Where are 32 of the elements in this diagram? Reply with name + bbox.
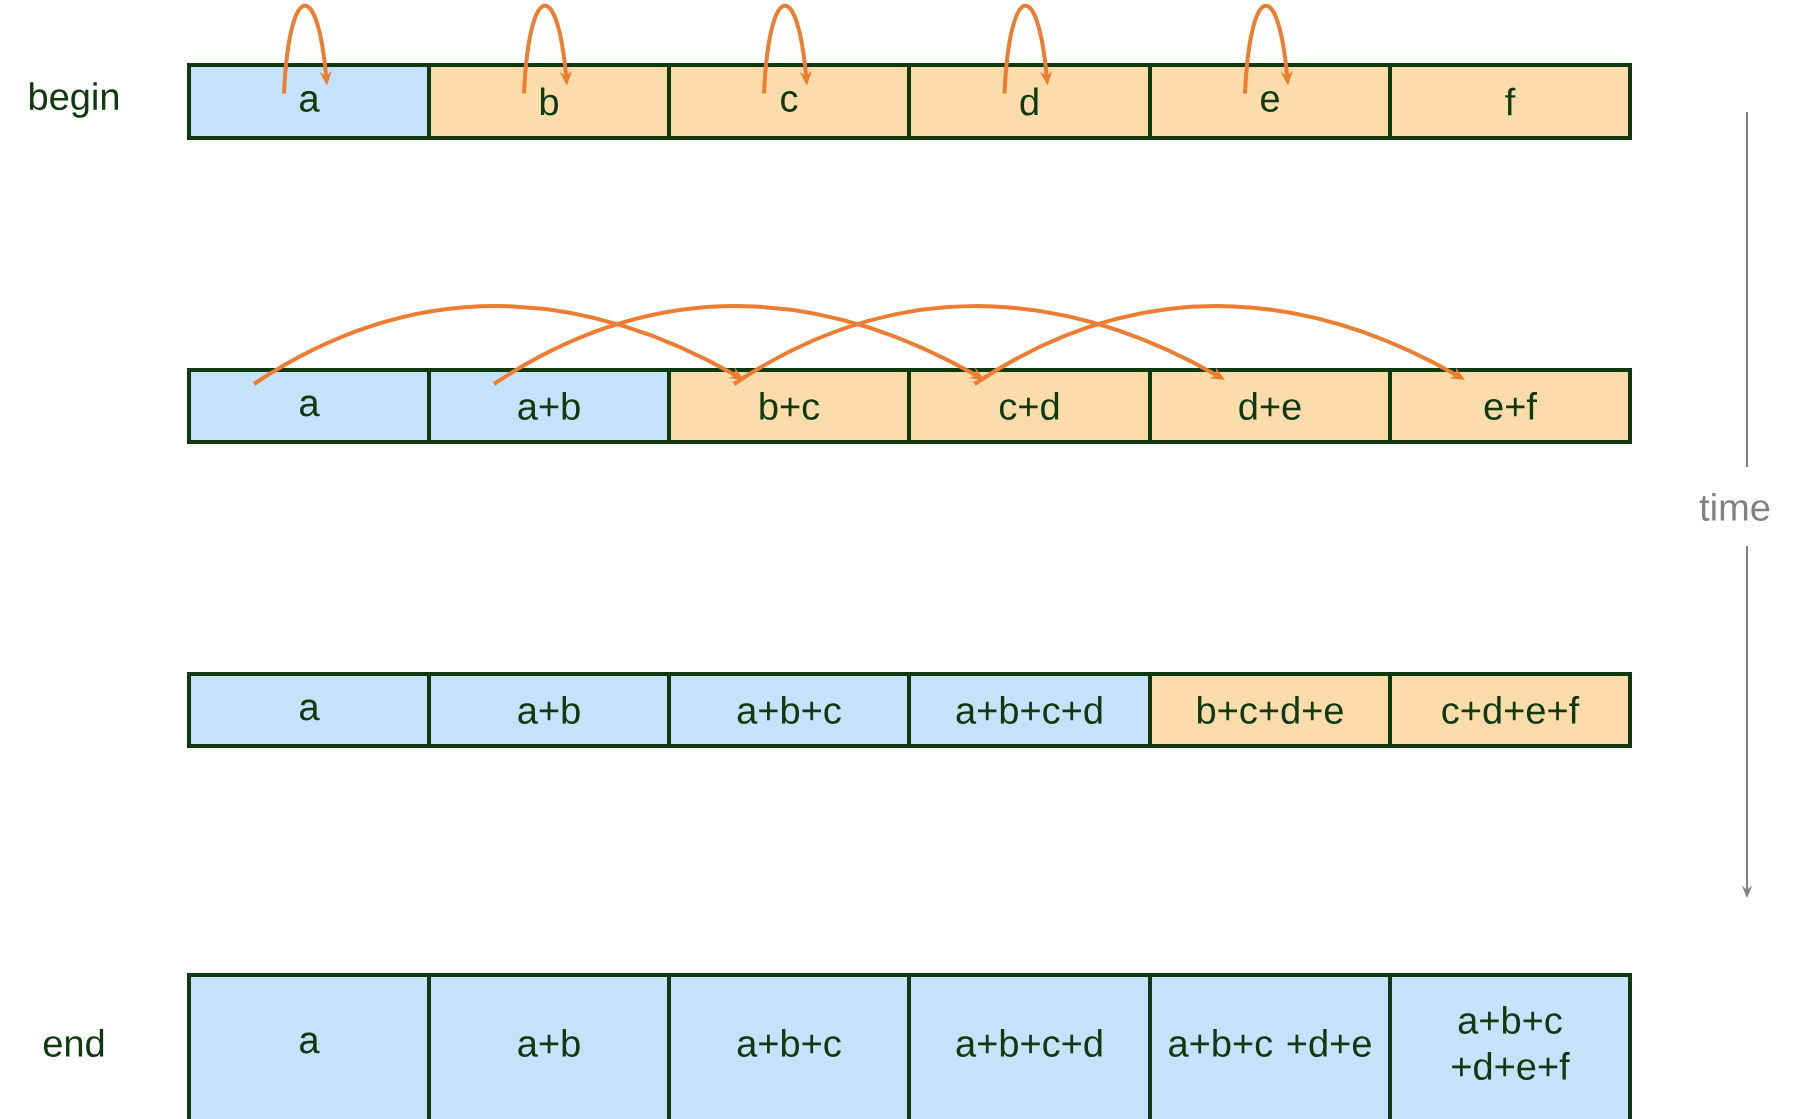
array-cell: a xyxy=(187,63,431,140)
array-cell: b+c xyxy=(667,368,911,444)
array-cell: a xyxy=(187,672,431,748)
arrow xyxy=(1243,4,1293,94)
array-cell: a+b+c xyxy=(667,672,911,748)
array-cell: e+f xyxy=(1388,368,1632,444)
arrow xyxy=(282,4,332,94)
array-cell: a+b+c+d xyxy=(907,973,1152,1119)
row-label: end xyxy=(43,1029,104,1057)
arrow xyxy=(762,4,812,94)
array-cell: a+b xyxy=(427,672,671,748)
array-cell: b+c+d+e xyxy=(1148,672,1392,748)
array-cell: a xyxy=(187,368,431,444)
array-cell: a+b xyxy=(427,368,671,444)
axis-label: time xyxy=(1699,493,1770,521)
arrow xyxy=(522,4,572,94)
array-cell: d+e xyxy=(1148,368,1392,444)
array-cell: c xyxy=(667,63,911,140)
row-label: begin xyxy=(29,82,118,118)
array-cell: a+b xyxy=(427,973,671,1119)
array-cell: a+b+c xyxy=(667,973,911,1119)
array-cell: a+b+c+d xyxy=(907,672,1152,748)
array-cell: c+d+e+f xyxy=(1388,672,1632,748)
array-cell: c+d xyxy=(907,368,1152,444)
arrow xyxy=(1002,4,1053,94)
array-cell: a xyxy=(187,973,431,1119)
array-cell: d xyxy=(907,63,1152,140)
array-cell: f xyxy=(1388,63,1632,140)
array-cell: a+b+c +d+e+f xyxy=(1388,973,1632,1119)
array-cell: a+b+c +d+e xyxy=(1148,973,1392,1119)
array-cell: b xyxy=(427,63,671,140)
array-cell: e xyxy=(1148,63,1392,140)
